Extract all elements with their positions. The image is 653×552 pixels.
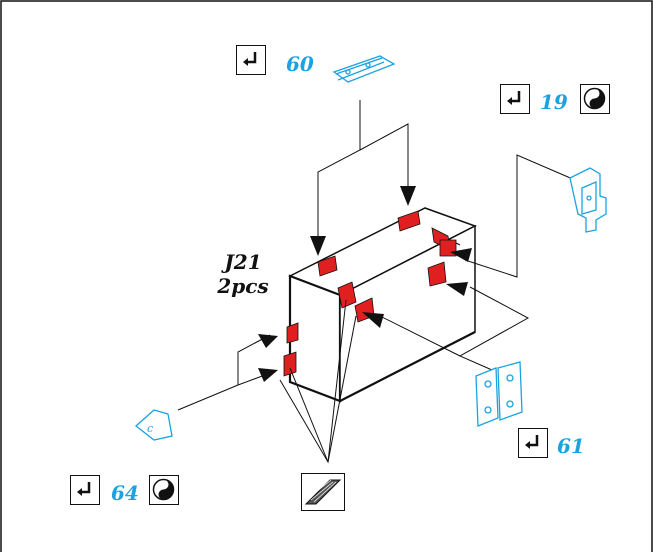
ref-number-64: 64 xyxy=(111,481,139,505)
part-60-hinge-strip xyxy=(332,55,396,83)
part-64-corner-clip: c xyxy=(134,409,173,441)
return-arrow-icon xyxy=(236,45,266,75)
return-arrow-icon xyxy=(500,84,530,114)
part-quantity: 2pcs xyxy=(217,274,269,298)
red-hinge-marks xyxy=(283,210,457,377)
part-id: J21 xyxy=(224,250,262,274)
yin-yang-icon xyxy=(149,475,179,505)
ref-number-19: 19 xyxy=(540,90,568,114)
glue-pad-icon xyxy=(301,473,345,511)
arrowheads xyxy=(258,186,472,382)
return-arrow-icon xyxy=(518,428,548,458)
ref-number-61: 61 xyxy=(557,434,585,458)
yin-yang-icon xyxy=(580,84,610,114)
ref-number-60: 60 xyxy=(286,52,314,76)
leader-lines xyxy=(177,100,576,464)
part-61-hinge xyxy=(475,361,523,427)
part-19-bracket xyxy=(569,167,607,233)
return-arrow-icon xyxy=(70,475,100,505)
svg-text:c: c xyxy=(147,422,153,435)
